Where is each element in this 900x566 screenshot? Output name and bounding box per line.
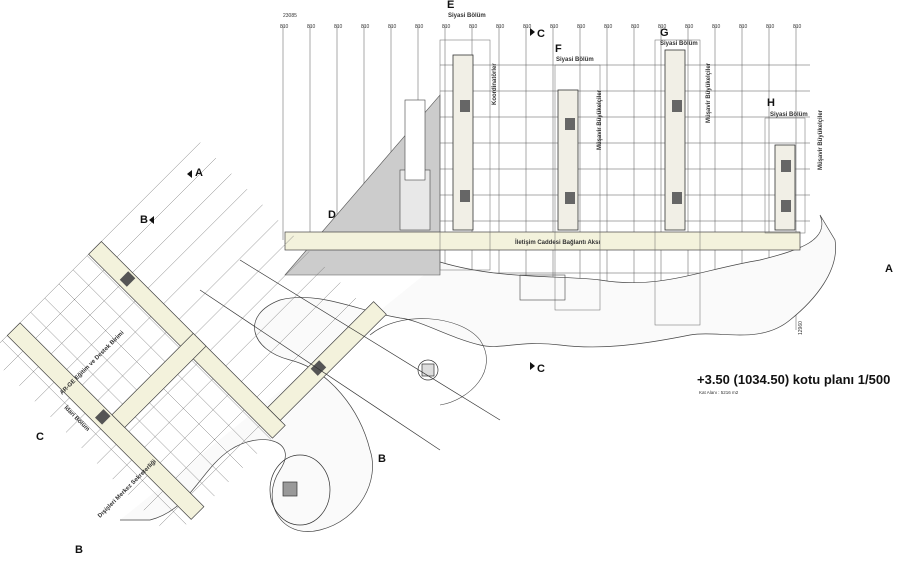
dimension-label: 810 (280, 24, 289, 30)
dimension-right-total: 12960 (798, 321, 804, 335)
floor-area: Kat Alanı : 5216 m2 (699, 390, 739, 395)
wing-e (439, 39, 491, 271)
dimension-label: 810 (604, 24, 613, 30)
section-a-right: A (885, 263, 893, 275)
dimension-label: 810 (415, 24, 424, 30)
dimension-label: 810 (739, 24, 748, 30)
wing-e-letter: E (447, 0, 454, 11)
wing-g-side: Müşavir Büyükelçiler (706, 62, 712, 123)
dimension-label: 810 (685, 24, 694, 30)
dimension-label: 810 (550, 24, 559, 30)
left-building (0, 142, 387, 526)
section-b-bottom: B (75, 544, 83, 556)
section-b-mid: B (378, 453, 386, 465)
dimension-label: 810 (793, 24, 802, 30)
wing-g-letter: G (660, 27, 669, 39)
wing-h-name: Siyasi Bölüm (770, 112, 808, 118)
dimension-total: 23085 (283, 13, 297, 19)
wing-f (554, 64, 601, 311)
plaza-outline (369, 318, 487, 406)
label-rd: AR-GE Eğitim ve Destek Birimi (59, 330, 125, 396)
wing-e-name: Siyasi Bölüm (448, 13, 486, 19)
dimension-label: 810 (712, 24, 721, 30)
wing-h-letter: H (767, 97, 775, 109)
corridor (284, 231, 801, 251)
wing-h-side: Müşavir Büyükelçiler (818, 109, 824, 170)
section-c-left: C (36, 431, 44, 443)
grid-line (2, 340, 187, 525)
wing-g (654, 39, 701, 326)
wing-f-side: Müşavir Büyükelçiler (597, 89, 603, 150)
section-a-top: A (195, 167, 203, 179)
dimension-label: 810 (658, 24, 667, 30)
dimension-label: 810 (442, 24, 451, 30)
corridor-label: İletişim Caddesi Bağlantı Aksı (515, 239, 600, 246)
section-c-top: C (537, 28, 545, 40)
wing-e-side: Koordinatörler (492, 63, 498, 105)
wing-f-letter: F (555, 43, 562, 55)
dimension-label: 810 (388, 24, 397, 30)
dimension-label: 810 (631, 24, 640, 30)
section-c-bottom: C (537, 363, 545, 375)
dimension-label: 810 (361, 24, 370, 30)
small-box (519, 274, 566, 301)
dimension-label: 810 (523, 24, 532, 30)
wing-h (764, 117, 806, 234)
plaza-element (199, 259, 501, 526)
section-b-top: B (140, 214, 148, 226)
section-d: D (328, 209, 336, 221)
wing-f-name: Siyasi Bölüm (556, 57, 594, 63)
dimension-label: 810 (577, 24, 586, 30)
site-outline (120, 214, 836, 532)
dimension-label: 810 (307, 24, 316, 30)
dimension-label: 810 (469, 24, 478, 30)
dimension-label: 810 (334, 24, 343, 30)
tower-box (404, 99, 426, 181)
dimension-label: 810 (766, 24, 775, 30)
drawing-title: +3.50 (1034.50) kotu planı 1/500 (697, 372, 891, 387)
wing-g-name: Siyasi Bölüm (660, 41, 698, 47)
dimension-label: 810 (496, 24, 505, 30)
